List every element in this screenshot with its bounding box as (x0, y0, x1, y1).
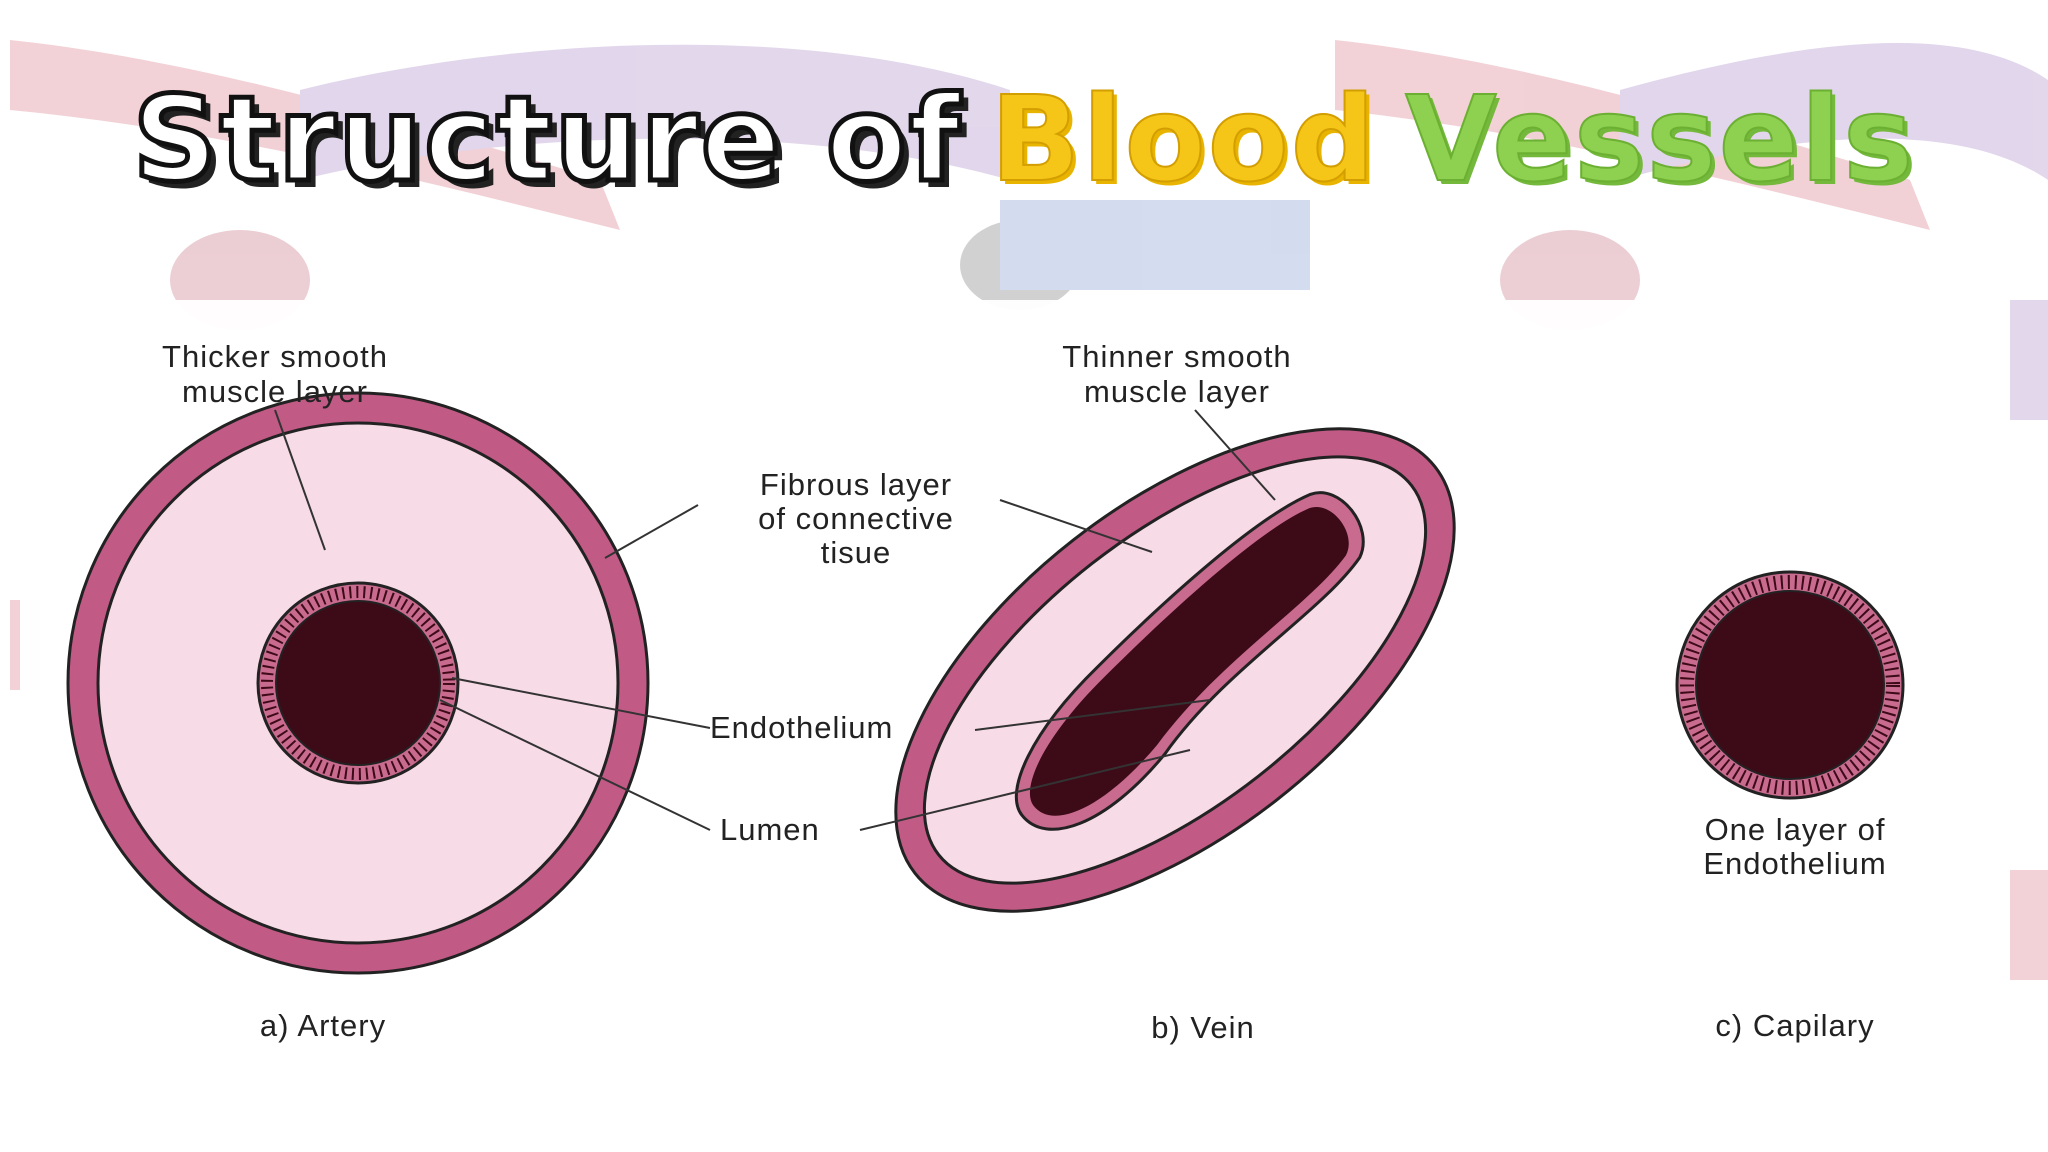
one-layer-endothelium-label: One layer of (1705, 812, 1886, 847)
bg-vessel-left (300, 44, 1010, 180)
artery-caption: a) Artery (260, 1008, 386, 1043)
leader-line (859, 749, 1191, 831)
bg-artery-right (1335, 40, 1930, 230)
artery-lumen (275, 600, 441, 766)
leader-line (274, 409, 326, 551)
bg-edge-right (2010, 300, 2048, 420)
endothelium-label: Endothelium (710, 710, 893, 745)
capillary-cross-section (1675, 570, 1905, 800)
leader-line (1194, 409, 1276, 501)
thicker-muscle-label: muscle layer (182, 374, 368, 409)
title-part-structure: Structure of (130, 68, 963, 211)
bg-edge-right (2010, 870, 2048, 980)
thicker-muscle-label: Thicker smooth (162, 339, 388, 374)
fibrous-layer-label: Fibrous layer (760, 467, 952, 502)
blood-vessel-diagram: Thicker smooth muscle layer Thinner smoo… (20, 300, 2010, 1080)
one-layer-endothelium-label: Endothelium (1703, 846, 1886, 881)
leader-line (974, 699, 1211, 731)
fibrous-layer-label: tisue (821, 535, 891, 570)
bg-vessel-right (1620, 42, 2048, 180)
vein-cross-section (894, 427, 1456, 913)
vein-caption: b) Vein (1151, 1010, 1255, 1045)
leader-line (451, 677, 711, 729)
title-part-vessels: Vessels (1404, 69, 1916, 209)
bg-artery-left (10, 40, 620, 230)
artery-endothelium-cells (261, 586, 455, 780)
bg-vessel-section (960, 220, 1080, 310)
title-part-blood: Blood (989, 69, 1378, 209)
leader-line (439, 699, 711, 831)
bg-vein-band (1000, 200, 1310, 290)
fibrous-layer-label: of connective (758, 501, 954, 536)
lumen-label: Lumen (720, 812, 820, 847)
leader-line (999, 499, 1153, 553)
thinner-muscle-label: Thinner smooth (1062, 339, 1291, 374)
artery-cross-section (66, 391, 650, 975)
leader-line (604, 504, 699, 559)
capillary-lumen (1695, 590, 1885, 780)
thinner-muscle-label: muscle layer (1084, 374, 1270, 409)
capillary-endothelium-cells (1680, 575, 1900, 795)
vein-lumen (1030, 506, 1349, 816)
leader-lines (274, 409, 1276, 831)
capillary-caption: c) Capilary (1715, 1008, 1874, 1043)
